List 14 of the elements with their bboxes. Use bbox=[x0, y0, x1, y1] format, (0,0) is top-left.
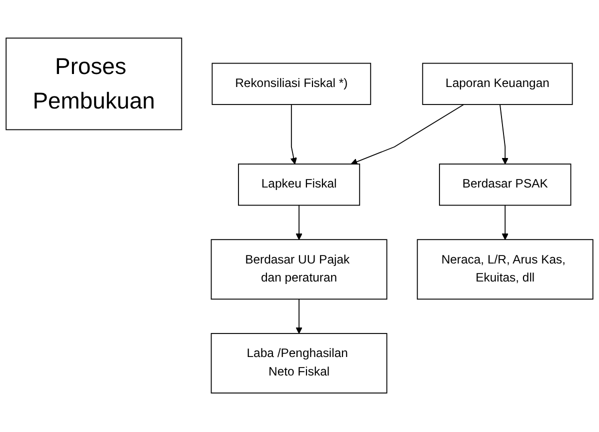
node-box: Berdasar PSAK bbox=[439, 164, 572, 206]
node-box: Laba /Penghasilan Neto Fiskal bbox=[210, 333, 388, 394]
arrow bbox=[296, 205, 302, 240]
node-box: Proses Pembukuan bbox=[6, 38, 182, 131]
node-box: Berdasar UU Pajak dan peraturan bbox=[210, 240, 388, 300]
arrow bbox=[290, 104, 297, 165]
arrow bbox=[500, 104, 508, 165]
node-box: Rekonsiliasi Fiskal *) bbox=[212, 63, 372, 106]
node-box: Lapkeu Fiskal bbox=[238, 164, 360, 206]
arrow bbox=[350, 104, 464, 166]
arrow bbox=[296, 299, 302, 334]
node-box: Neraca, L/R, Arus Kas, Ekuitas, dll bbox=[416, 240, 594, 300]
arrow bbox=[502, 205, 508, 240]
node-box: Laporan Keuangan bbox=[422, 63, 573, 106]
